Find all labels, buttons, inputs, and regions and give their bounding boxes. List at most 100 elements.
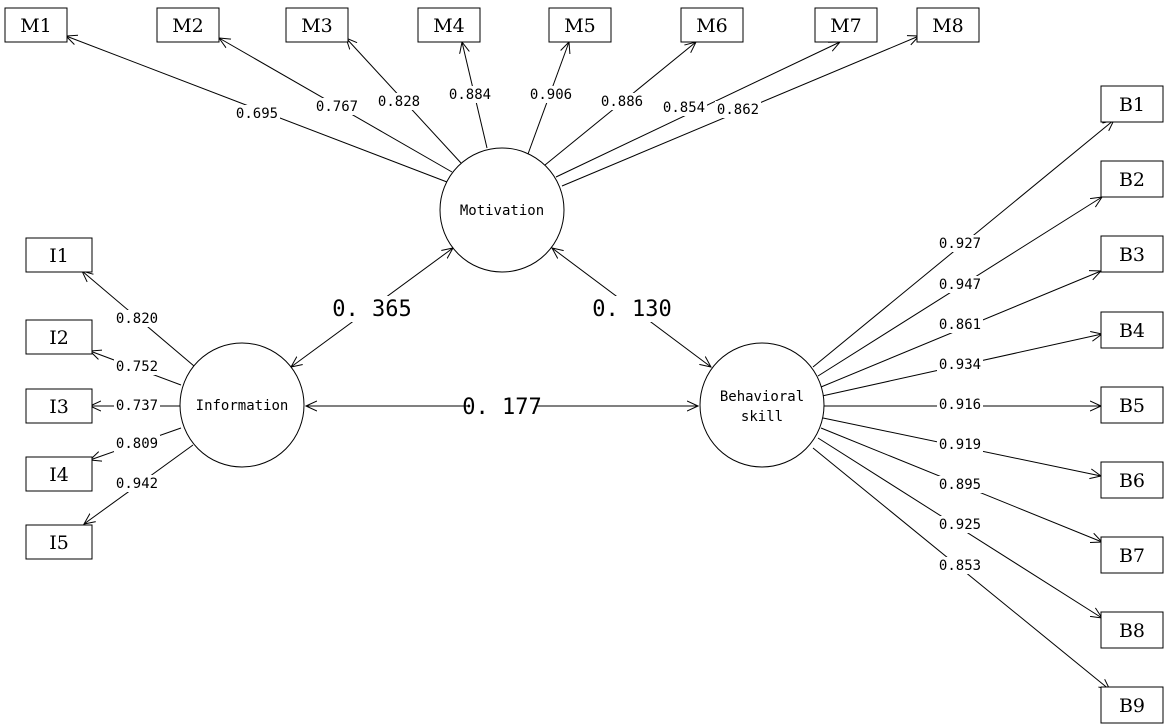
indicator-label: B4 [1119, 320, 1145, 342]
indicator-label: I3 [49, 396, 69, 418]
path-coefficient-value: 0. 177 [462, 395, 541, 420]
loading-value: 0.828 [378, 94, 420, 110]
indicator-box-i2: I2 [25, 319, 93, 355]
path-coefficient-information-motivation: 0. 365 [332, 296, 412, 322]
loading-label-b4: 0.934 [937, 356, 983, 373]
indicator-label: M1 [20, 15, 52, 37]
loading-value: 0.737 [116, 398, 158, 414]
loading-value: 0.947 [939, 277, 981, 293]
loading-label-b7: 0.895 [937, 476, 983, 493]
construct-motivation: Motivation [439, 147, 565, 273]
indicator-box-i3: I3 [25, 388, 93, 424]
indicator-label: B6 [1119, 470, 1145, 492]
indicator-label: M3 [301, 15, 333, 37]
indicator-label: I2 [49, 327, 69, 349]
indicator-label: M7 [830, 15, 862, 37]
loading-label-i2: 0.752 [114, 358, 160, 375]
loading-label-m6: 0.886 [599, 93, 645, 110]
indicator-box-m5: M5 [548, 7, 612, 43]
loading-label-i5: 0.942 [114, 475, 160, 492]
loading-value: 0.853 [939, 558, 981, 574]
loading-label-m1: 0.695 [234, 105, 280, 122]
construct-information: Information [179, 342, 305, 468]
indicator-box-m1: M1 [4, 7, 68, 43]
loading-value: 0.809 [116, 436, 158, 452]
loading-value: 0.695 [236, 106, 278, 122]
indicator-box-b2: B2 [1100, 160, 1164, 198]
indicator-label: B8 [1119, 620, 1145, 642]
loading-value: 0.934 [939, 357, 981, 373]
loading-value: 0.862 [717, 102, 759, 118]
indicator-label: B7 [1119, 545, 1145, 567]
indicator-label: I1 [49, 245, 69, 267]
loading-label-i4: 0.809 [114, 435, 160, 452]
loading-value: 0.884 [449, 87, 491, 103]
loading-value: 0.820 [116, 311, 158, 327]
loading-label-m8: 0.862 [715, 101, 761, 118]
indicator-label: I4 [49, 464, 69, 486]
indicator-box-m3: M3 [285, 7, 349, 43]
path-coefficient-information-behavioral: 0. 177 [462, 394, 542, 420]
indicator-box-b6: B6 [1100, 461, 1164, 499]
loading-label-m7: 0.854 [661, 99, 707, 116]
loading-label-m2: 0.767 [314, 98, 360, 115]
construct-label: skill [741, 409, 783, 425]
path-coefficient-value: 0. 130 [592, 297, 671, 322]
indicator-box-b9: B9 [1100, 686, 1164, 724]
indicator-box-m6: M6 [680, 7, 744, 43]
indicator-box-m7: M7 [814, 7, 878, 43]
construct-label: Behavioral [720, 389, 804, 405]
loading-label-i3: 0.737 [114, 397, 160, 414]
indicator-label: M8 [932, 15, 964, 37]
loading-value: 0.861 [939, 317, 981, 333]
loading-label-b8: 0.925 [937, 516, 983, 533]
loading-value: 0.927 [939, 236, 981, 252]
indicator-label: B1 [1119, 94, 1145, 116]
indicator-label: M6 [696, 15, 728, 37]
path-coefficient-value: 0. 365 [332, 297, 411, 322]
loading-value: 0.919 [939, 437, 981, 453]
loading-value: 0.906 [530, 87, 572, 103]
indicator-label: B3 [1119, 244, 1145, 266]
indicator-box-b1: B1 [1100, 85, 1164, 123]
loading-label-m5: 0.906 [528, 86, 574, 103]
loading-value: 0.886 [601, 94, 643, 110]
path-coefficient-motivation-behavioral: 0. 130 [592, 296, 672, 322]
loading-value: 0.854 [663, 100, 705, 116]
indicator-box-m8: M8 [916, 7, 980, 43]
loading-value: 0.767 [316, 99, 358, 115]
indicator-box-i5: I5 [25, 524, 93, 560]
indicator-box-b5: B5 [1100, 386, 1164, 424]
indicator-box-b7: B7 [1100, 536, 1164, 574]
indicator-label: B2 [1119, 169, 1145, 191]
indicator-box-b3: B3 [1100, 235, 1164, 273]
indicator-label: M2 [172, 15, 204, 37]
loading-label-m4: 0.884 [447, 86, 493, 103]
loading-value: 0.895 [939, 477, 981, 493]
loading-label-b9: 0.853 [937, 557, 983, 574]
loading-value: 0.925 [939, 517, 981, 533]
indicator-box-b8: B8 [1100, 611, 1164, 649]
construct-label: Information [196, 398, 289, 414]
construct-behavioral: Behavioral skill [699, 342, 825, 468]
loading-value: 0.942 [116, 476, 158, 492]
loading-label-b6: 0.919 [937, 436, 983, 453]
loading-label-i1: 0.820 [114, 310, 160, 327]
loading-label-m3: 0.828 [376, 93, 422, 110]
indicator-label: B9 [1119, 695, 1145, 717]
loading-label-b5: 0.916 [937, 396, 983, 413]
loading-label-b1: 0.927 [937, 235, 983, 252]
indicator-label: M5 [564, 15, 596, 37]
indicator-label: I5 [49, 532, 69, 554]
indicator-box-m2: M2 [156, 7, 220, 43]
indicator-box-m4: M4 [417, 7, 481, 43]
loading-value: 0.752 [116, 359, 158, 375]
indicator-box-i1: I1 [25, 237, 93, 273]
indicator-box-i4: I4 [25, 456, 93, 492]
indicator-box-b4: B4 [1100, 311, 1164, 349]
construct-label: Motivation [460, 203, 544, 219]
indicator-label: M4 [433, 15, 465, 37]
loading-label-b2: 0.947 [937, 276, 983, 293]
indicator-label: B5 [1119, 395, 1145, 417]
